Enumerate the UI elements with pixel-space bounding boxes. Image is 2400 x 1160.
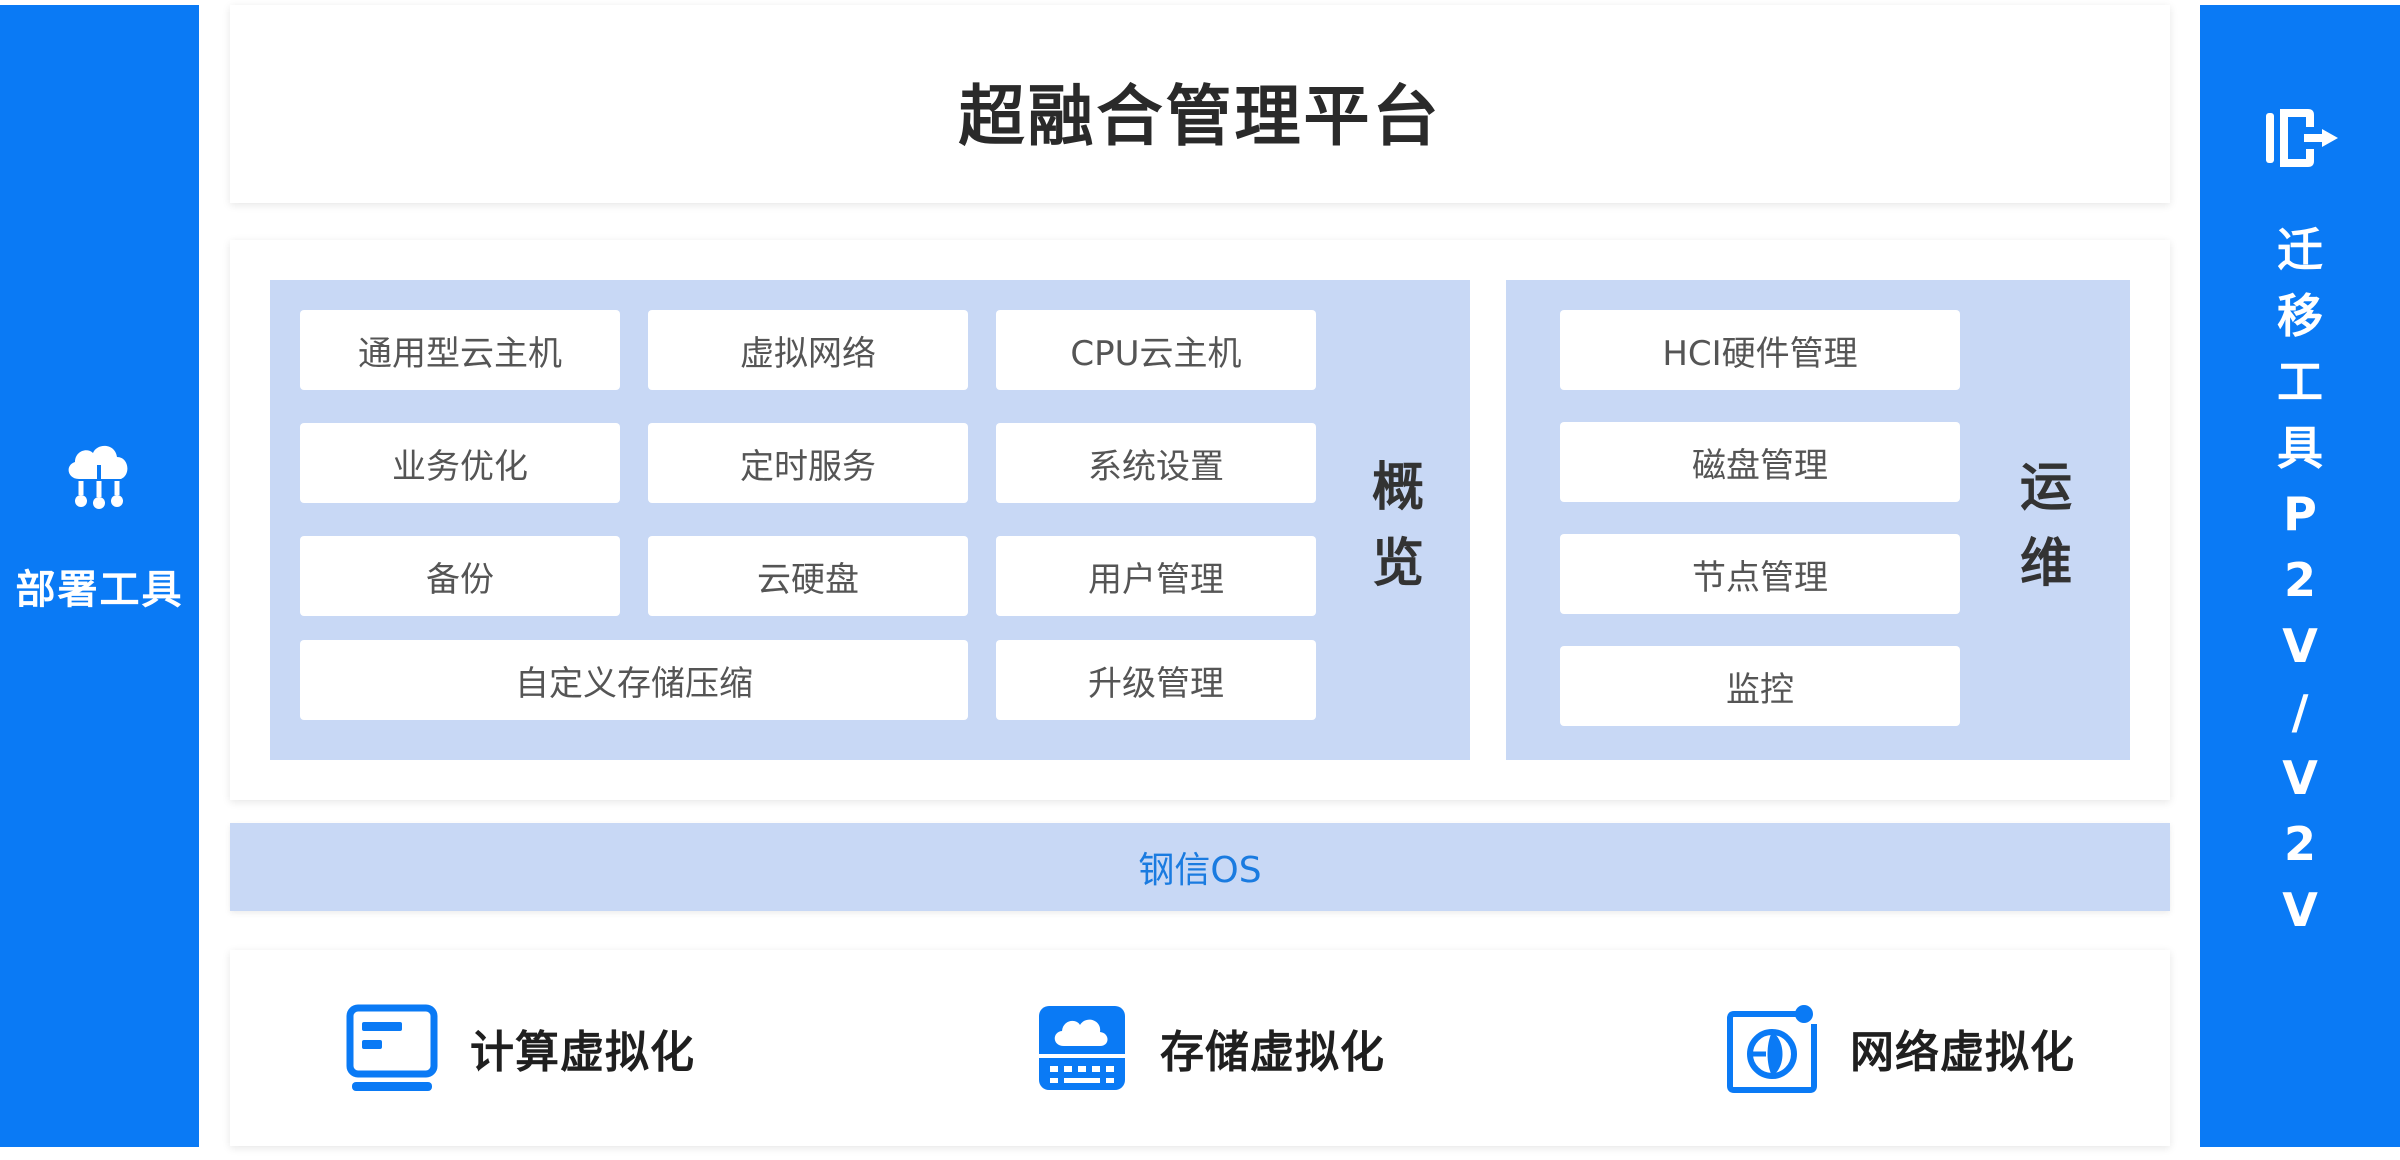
- migration-label-char: 工: [2277, 355, 2323, 409]
- platform-title-panel: 超融合管理平台: [230, 5, 2170, 203]
- module-custom-storage-compression[interactable]: 自定义存储压缩: [300, 640, 968, 720]
- network-virtualization-label: 网络虚拟化: [1850, 1027, 2075, 1078]
- deploy-tool-bar[interactable]: 部署工具: [0, 5, 199, 1147]
- deploy-tool-label: 部署工具: [15, 567, 184, 613]
- platform-title: 超融合管理平台: [958, 78, 1442, 155]
- ops-label-char: 运: [2019, 458, 2072, 518]
- migration-label-char: /: [2291, 685, 2309, 739]
- migration-label-char: 具: [2277, 421, 2323, 475]
- compute-monitor-icon: [346, 1002, 438, 1094]
- compute-virtualization-label: 计算虚拟化: [470, 1027, 695, 1078]
- migration-label-char: P: [2283, 487, 2317, 541]
- os-bar: 钢信OS: [230, 823, 2170, 911]
- module-general-vm[interactable]: 通用型云主机: [300, 310, 620, 390]
- migration-tool-bar[interactable]: 迁 移 工 具 P 2 V / V 2 V: [2200, 5, 2400, 1147]
- migration-label-char: 2: [2283, 817, 2316, 871]
- module-node-management[interactable]: 节点管理: [1560, 534, 1960, 614]
- migration-label-char: 2: [2283, 553, 2316, 607]
- overview-label-char: 览: [1371, 534, 1424, 594]
- overview-group: 通用型云主机 虚拟网络 CPU云主机 业务优化 定时服务 系统设置 备份 云硬盘…: [270, 280, 1470, 760]
- storage-virtualization-label: 存储虚拟化: [1160, 1027, 1385, 1078]
- module-cloud-disk[interactable]: 云硬盘: [648, 536, 968, 616]
- overview-label-char: 概: [1371, 458, 1424, 518]
- os-label: 钢信OS: [1138, 850, 1262, 891]
- storage-cloud-icon: [1036, 1002, 1128, 1094]
- module-virtual-network[interactable]: 虚拟网络: [648, 310, 968, 390]
- storage-virtualization[interactable]: 存储虚拟化: [1036, 1002, 1385, 1094]
- compute-virtualization[interactable]: 计算虚拟化: [346, 1002, 695, 1094]
- overview-label: 概 览: [1358, 450, 1438, 602]
- ops-label-char: 维: [2019, 534, 2072, 594]
- network-virtualization[interactable]: 网络虚拟化: [1726, 1002, 2075, 1094]
- migration-icon: [2264, 105, 2340, 171]
- module-backup[interactable]: 备份: [300, 536, 620, 616]
- virtualization-panel: 计算虚拟化 存储虚拟化: [230, 950, 2170, 1146]
- migration-label-char: V: [2282, 751, 2318, 805]
- module-upgrade-management[interactable]: 升级管理: [996, 640, 1316, 720]
- ops-group: HCI硬件管理 磁盘管理 节点管理 监控 运 维: [1506, 280, 2130, 760]
- migration-label-char: 移: [2277, 289, 2323, 343]
- migration-label-char: V: [2282, 883, 2318, 937]
- module-cpu-vm[interactable]: CPU云主机: [996, 310, 1316, 390]
- module-system-settings[interactable]: 系统设置: [996, 423, 1316, 503]
- network-globe-icon: [1726, 1002, 1818, 1094]
- module-business-optimization[interactable]: 业务优化: [300, 423, 620, 503]
- module-scheduled-service[interactable]: 定时服务: [648, 423, 968, 503]
- module-disk-management[interactable]: 磁盘管理: [1560, 422, 1960, 502]
- migration-label-char: 迁: [2277, 223, 2323, 277]
- management-modules-panel: 通用型云主机 虚拟网络 CPU云主机 业务优化 定时服务 系统设置 备份 云硬盘…: [230, 240, 2170, 800]
- module-monitoring[interactable]: 监控: [1560, 646, 1960, 726]
- migration-label-char: V: [2282, 619, 2318, 673]
- module-user-management[interactable]: 用户管理: [996, 536, 1316, 616]
- ops-label: 运 维: [2006, 450, 2086, 602]
- cloud-network-icon: [59, 435, 139, 515]
- migration-tool-label: 迁 移 工 具 P 2 V / V 2 V: [2200, 217, 2400, 943]
- module-hci-hardware[interactable]: HCI硬件管理: [1560, 310, 1960, 390]
